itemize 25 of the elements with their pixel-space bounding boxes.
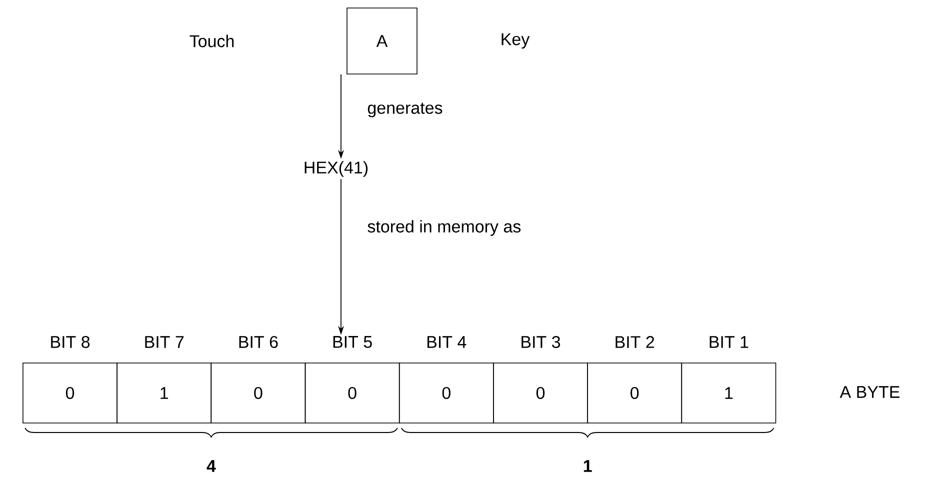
bit-label: BIT 6: [239, 336, 278, 348]
brace-label: 1: [584, 460, 592, 472]
bit-cell: 0: [398, 362, 494, 424]
brace-label: 4: [206, 460, 216, 472]
hex-text: HEX(41): [304, 161, 368, 177]
edge-label: stored in memory as: [368, 220, 521, 236]
bit-cell: 0: [587, 362, 682, 424]
bit-label: BIT 4: [428, 336, 466, 348]
byte-label: A BYTE: [840, 386, 900, 398]
bit-label: BIT 8: [51, 336, 90, 348]
bit-label: BIT 1: [710, 336, 748, 348]
key-box: A: [346, 8, 418, 74]
bit-cell: 0: [210, 362, 306, 424]
side-label: Touch: [190, 34, 234, 48]
bit-cell: 0: [304, 362, 400, 424]
bit-label: BIT 5: [333, 336, 372, 348]
side-label: Key: [502, 33, 530, 49]
bit-cell: 0: [22, 362, 118, 424]
edge-label: generates: [368, 102, 442, 118]
bit-label: BIT 2: [616, 336, 654, 348]
bit-cell: 1: [116, 362, 212, 424]
bit-cell: 1: [681, 362, 776, 424]
bit-cell: 0: [493, 362, 588, 424]
bit-label: BIT 7: [145, 336, 184, 348]
bit-label: BIT 3: [522, 336, 560, 348]
